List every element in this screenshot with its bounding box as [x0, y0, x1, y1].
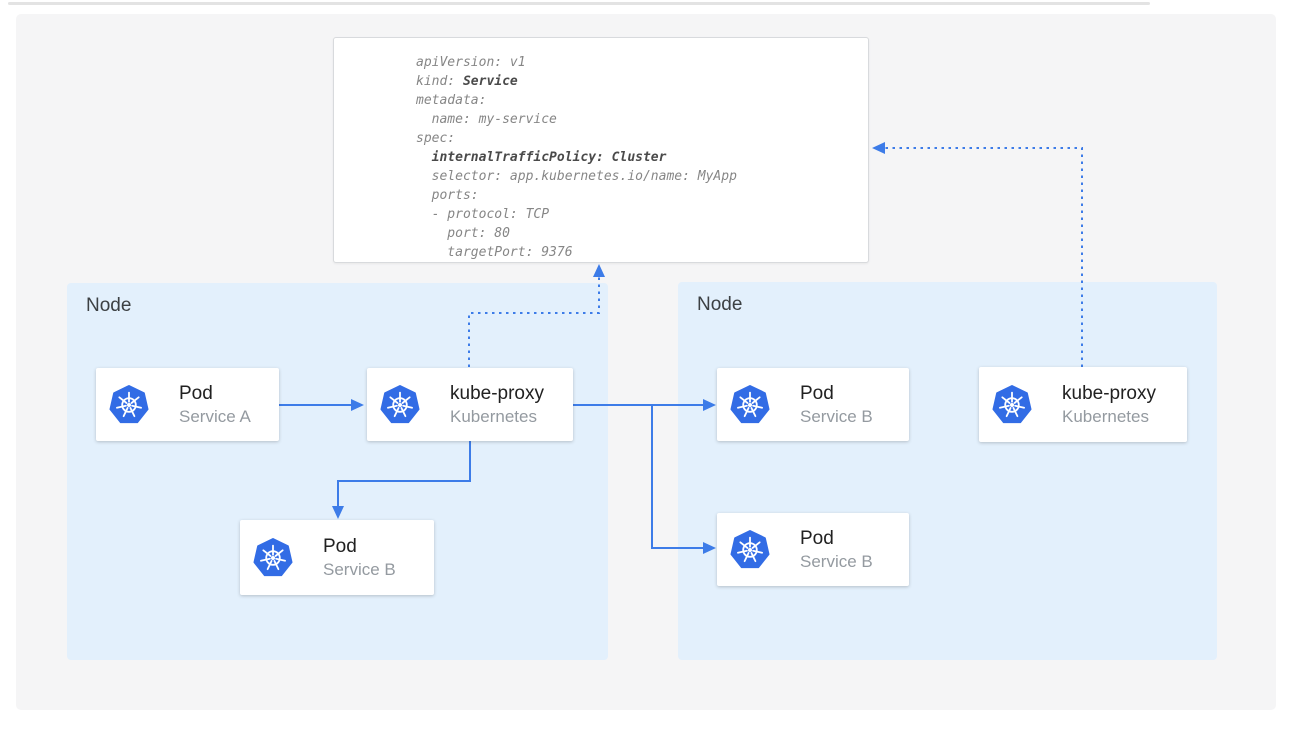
node-right-label: Node: [697, 294, 743, 315]
card-kube-proxy-right: kube-proxy Kubernetes: [979, 367, 1187, 442]
kubernetes-logo-icon: [253, 537, 293, 579]
card-pod-service-b-right-top: Pod Service B: [717, 368, 909, 441]
card-title: Pod: [323, 536, 357, 557]
card-pod-service-a: Pod Service A: [96, 368, 279, 441]
card-pod-service-b-left: Pod Service B: [240, 520, 434, 595]
node-left: Node: [67, 283, 608, 660]
card-title: Pod: [179, 383, 213, 404]
card-subtitle: Service B: [323, 560, 396, 579]
card-title: kube-proxy: [1062, 383, 1156, 404]
card-pod-service-b-right-bottom: Pod Service B: [717, 513, 909, 586]
kubernetes-logo-icon: [730, 384, 770, 426]
card-subtitle: Service A: [179, 407, 251, 426]
kubernetes-logo-icon: [380, 384, 420, 426]
card-title: kube-proxy: [450, 383, 544, 404]
kubernetes-logo-icon: [109, 384, 149, 426]
card-subtitle: Kubernetes: [1062, 407, 1149, 426]
card-subtitle: Kubernetes: [450, 407, 537, 426]
card-subtitle: Service B: [800, 407, 873, 426]
node-right: Node: [678, 282, 1217, 660]
kubernetes-logo-icon: [992, 384, 1032, 426]
card-subtitle: Service B: [800, 552, 873, 571]
card-title: Pod: [800, 528, 834, 549]
top-divider: [8, 2, 1150, 5]
card-kube-proxy-left: kube-proxy Kubernetes: [367, 368, 573, 441]
node-left-label: Node: [86, 295, 132, 316]
kubernetes-logo-icon: [730, 529, 770, 571]
card-title: Pod: [800, 383, 834, 404]
